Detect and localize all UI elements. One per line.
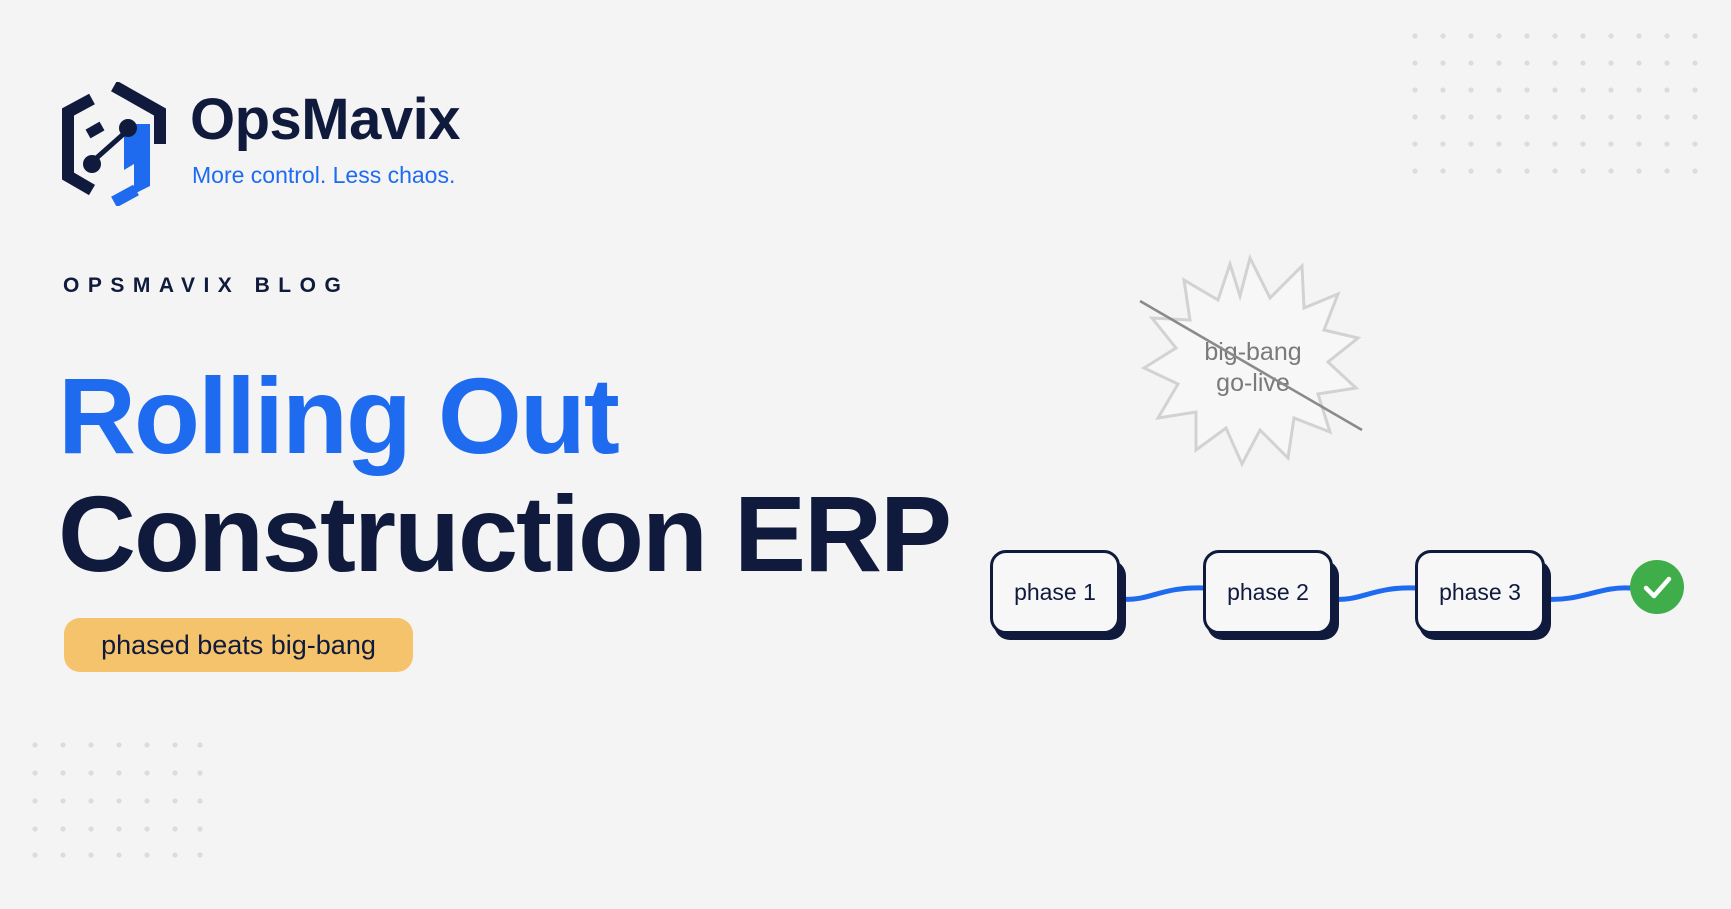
checkmark-icon [1630,560,1684,614]
starburst-icon [1130,250,1370,470]
brand-tagline: More control. Less chaos. [192,162,456,188]
tag-pill: phased beats big-bang [64,618,413,672]
strike-through-line [1138,298,1364,433]
phase-card-2: phase 2 [1203,550,1339,640]
brand-name: OpsMavix [190,87,461,152]
phase-connectors [980,540,1700,660]
burst-label-line-2: go-live [1216,369,1290,397]
blog-eyebrow: OPSMAVIX BLOG [63,274,350,297]
burst-label: big-bang go-live [1140,337,1366,399]
phase-label: phase 3 [1415,550,1545,634]
phase-label: phase 2 [1203,550,1333,634]
phase-card-3: phase 3 [1415,550,1551,640]
headline-line-1: Rolling Out [58,355,620,476]
hexagon-node-logo-icon [62,80,166,208]
phase-label: phase 1 [990,550,1120,634]
phase-card-1: phase 1 [990,550,1126,640]
dot-grid-top-right [1410,30,1700,180]
headline-line-2: Construction ERP [58,473,952,594]
burst-label-line-1: big-bang [1204,338,1302,366]
dot-grid-bottom-left [30,740,205,860]
